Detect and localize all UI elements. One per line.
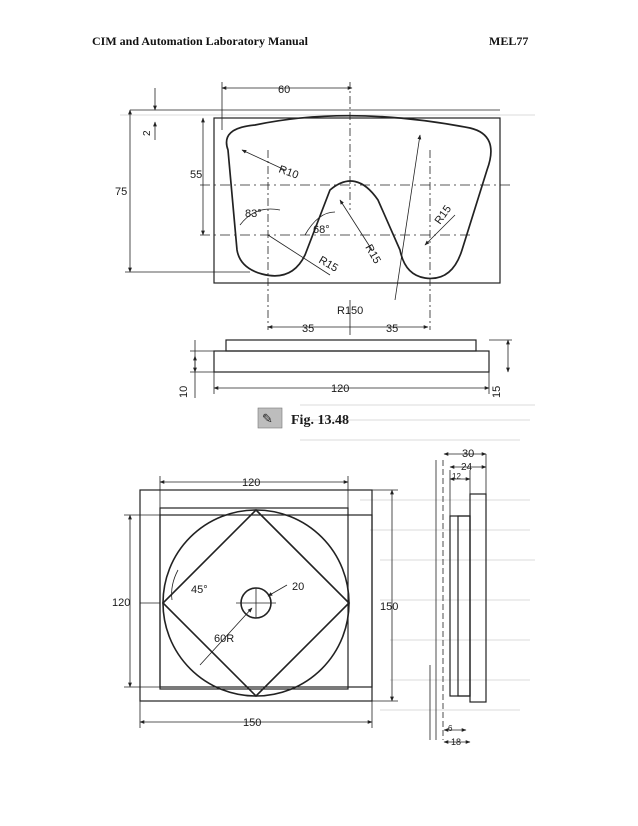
dim-height-75: 75	[115, 186, 127, 198]
scanned-drawing: 60 2 55 75 R10 83° 68° R15 R15 R15 R150 …	[112, 82, 535, 747]
dim-hole-20: 20	[292, 581, 304, 593]
dim-base-120: 120	[331, 383, 349, 395]
dim-r10: R10	[277, 164, 300, 182]
dim-angle-83: 83°	[245, 208, 262, 220]
dim-35-right: 35	[386, 323, 398, 335]
svg-text:✎: ✎	[262, 412, 273, 427]
dim-base-15: 15	[491, 386, 503, 398]
figure-2-dimension-lines	[124, 476, 398, 728]
figure-2-side-view	[429, 454, 487, 740]
dim-right-150: 150	[380, 601, 398, 613]
dim-angle-45: 45°	[191, 584, 208, 596]
figure-2-side-dimension-lines	[443, 452, 487, 744]
dim-left-120: 120	[112, 597, 130, 609]
dim-side-12: 12	[452, 472, 461, 481]
dim-top-width: 60	[278, 84, 290, 96]
figure-1-plan-view	[130, 82, 510, 330]
figure-caption: Fig. 13.48	[291, 413, 349, 428]
header-course-code: MEL77	[489, 34, 529, 48]
dim-r15-left: R15	[317, 254, 340, 274]
dim-r15-middle: R15	[362, 243, 382, 266]
dim-radius-60: 60R	[214, 633, 234, 645]
figure-1-front-view	[190, 339, 512, 398]
dim-top-120: 120	[242, 477, 260, 489]
dim-side-24: 24	[461, 462, 473, 473]
dim-r15-right: R15	[433, 203, 454, 226]
figure-1-dimension-lines	[125, 82, 429, 335]
dim-bottom-150: 150	[243, 717, 261, 729]
dim-side-6: 6	[448, 724, 453, 733]
dim-angle-68: 68°	[313, 224, 330, 236]
dim-side-18: 18	[451, 737, 461, 747]
dim-depth-55: 55	[190, 169, 202, 181]
dim-base-10: 10	[178, 386, 190, 398]
header-title: CIM and Automation Laboratory Manual	[92, 34, 309, 48]
dim-step: 2	[142, 130, 153, 136]
dim-35-left: 35	[302, 323, 314, 335]
figure-2-plan-view	[139, 489, 373, 702]
caption-icon: ✎	[257, 407, 283, 429]
dim-r150: R150	[337, 305, 363, 317]
dim-side-30: 30	[462, 448, 474, 460]
